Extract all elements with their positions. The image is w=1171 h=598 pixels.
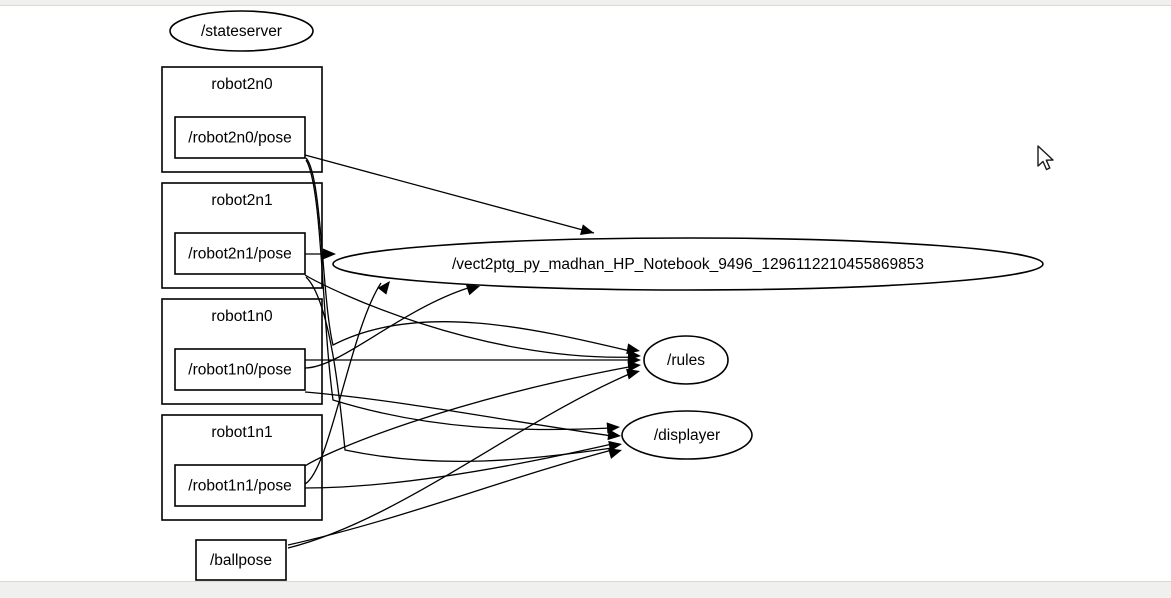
cluster-robot2n1[interactable]: robot2n1/robot2n1/pose — [161, 182, 323, 289]
graph-edge — [304, 282, 382, 485]
window-top-chrome — [0, 0, 1171, 6]
edge-arrowhead — [465, 284, 480, 296]
edge-arrowhead — [377, 281, 390, 295]
graph-edge — [304, 391, 613, 437]
topic-label: /robot2n1/pose — [188, 246, 291, 263]
edge-arrowhead — [627, 360, 641, 372]
nodes-layer: /stateserver/vect2ptg_py_madhan_HP_Noteb… — [169, 10, 1044, 581]
topic-box-robot1n1-pose[interactable] — [174, 464, 306, 507]
node-ellipse[interactable] — [643, 335, 729, 385]
cluster-border — [161, 182, 323, 289]
arrowhead-triangle — [580, 224, 594, 235]
graph-edge — [304, 154, 595, 234]
cluster-robot2n0[interactable]: robot2n0/robot2n0/pose — [161, 66, 323, 173]
graph-edge — [287, 449, 613, 546]
cluster-robot1n1[interactable]: robot1n1/robot1n1/pose — [161, 414, 323, 521]
topic-label: /robot1n1/pose — [188, 478, 291, 495]
node-ellipse[interactable] — [621, 410, 753, 460]
topic-box-robot2n0-pose[interactable] — [174, 116, 306, 159]
node-label: /ballpose — [210, 552, 272, 569]
arrowhead-triangle — [323, 248, 336, 260]
node-displayer[interactable]: /displayer — [621, 410, 753, 460]
graph-edge — [304, 365, 635, 467]
edge-arrowhead — [626, 368, 640, 380]
arrowheads-layer — [323, 224, 641, 459]
node-label: /stateserver — [201, 23, 282, 40]
node-label: /displayer — [654, 427, 720, 444]
arrowhead-triangle — [627, 360, 641, 372]
edges-layer — [287, 154, 635, 549]
edge-arrowhead — [607, 429, 621, 441]
topic-label: /robot1n0/pose — [188, 362, 291, 379]
graph-edge — [305, 157, 635, 353]
topic-box-robot2n1-pose[interactable] — [174, 232, 306, 275]
arrowhead-triangle — [626, 368, 640, 380]
cluster-border — [161, 414, 323, 521]
cluster-border — [161, 66, 323, 173]
clusters-layer: robot2n0/robot2n0/poserobot2n1/robot2n1/… — [161, 66, 323, 521]
topic-label: /robot2n0/pose — [188, 130, 291, 147]
arrowhead-triangle — [465, 284, 480, 296]
cluster-label: robot1n1 — [211, 424, 272, 441]
node-label: /vect2ptg_py_madhan_HP_Notebook_9496_129… — [452, 256, 924, 273]
arrowhead-triangle — [607, 448, 622, 459]
node-rect[interactable] — [195, 539, 287, 581]
cluster-label: robot1n0 — [211, 308, 273, 325]
cluster-border — [161, 298, 323, 405]
node-vect2ptg[interactable]: /vect2ptg_py_madhan_HP_Notebook_9496_129… — [332, 237, 1044, 291]
edge-arrowhead — [323, 248, 336, 260]
node-rules[interactable]: /rules — [643, 335, 729, 385]
edge-arrowhead — [580, 224, 594, 235]
graph-edge — [287, 371, 635, 549]
topic-box-robot1n0-pose[interactable] — [174, 348, 306, 391]
node-ellipse[interactable] — [169, 10, 314, 52]
arrowhead-triangle — [607, 429, 621, 441]
arrowhead-triangle — [377, 281, 390, 295]
cluster-label: robot2n1 — [211, 192, 272, 209]
window-bottom-chrome — [0, 581, 1171, 598]
cluster-robot1n0[interactable]: robot1n0/robot1n0/pose — [161, 298, 323, 405]
node-stateserver[interactable]: /stateserver — [169, 10, 314, 52]
graph-edge — [304, 287, 469, 369]
cluster-label: robot2n0 — [211, 76, 273, 93]
graph-edge — [305, 159, 613, 431]
node-ballpose[interactable]: /ballpose — [195, 539, 287, 581]
edge-arrowhead — [607, 448, 622, 459]
graph-edge — [305, 276, 613, 463]
node-label: /rules — [667, 352, 705, 369]
graph-edge — [304, 443, 613, 489]
node-ellipse[interactable] — [332, 237, 1044, 291]
